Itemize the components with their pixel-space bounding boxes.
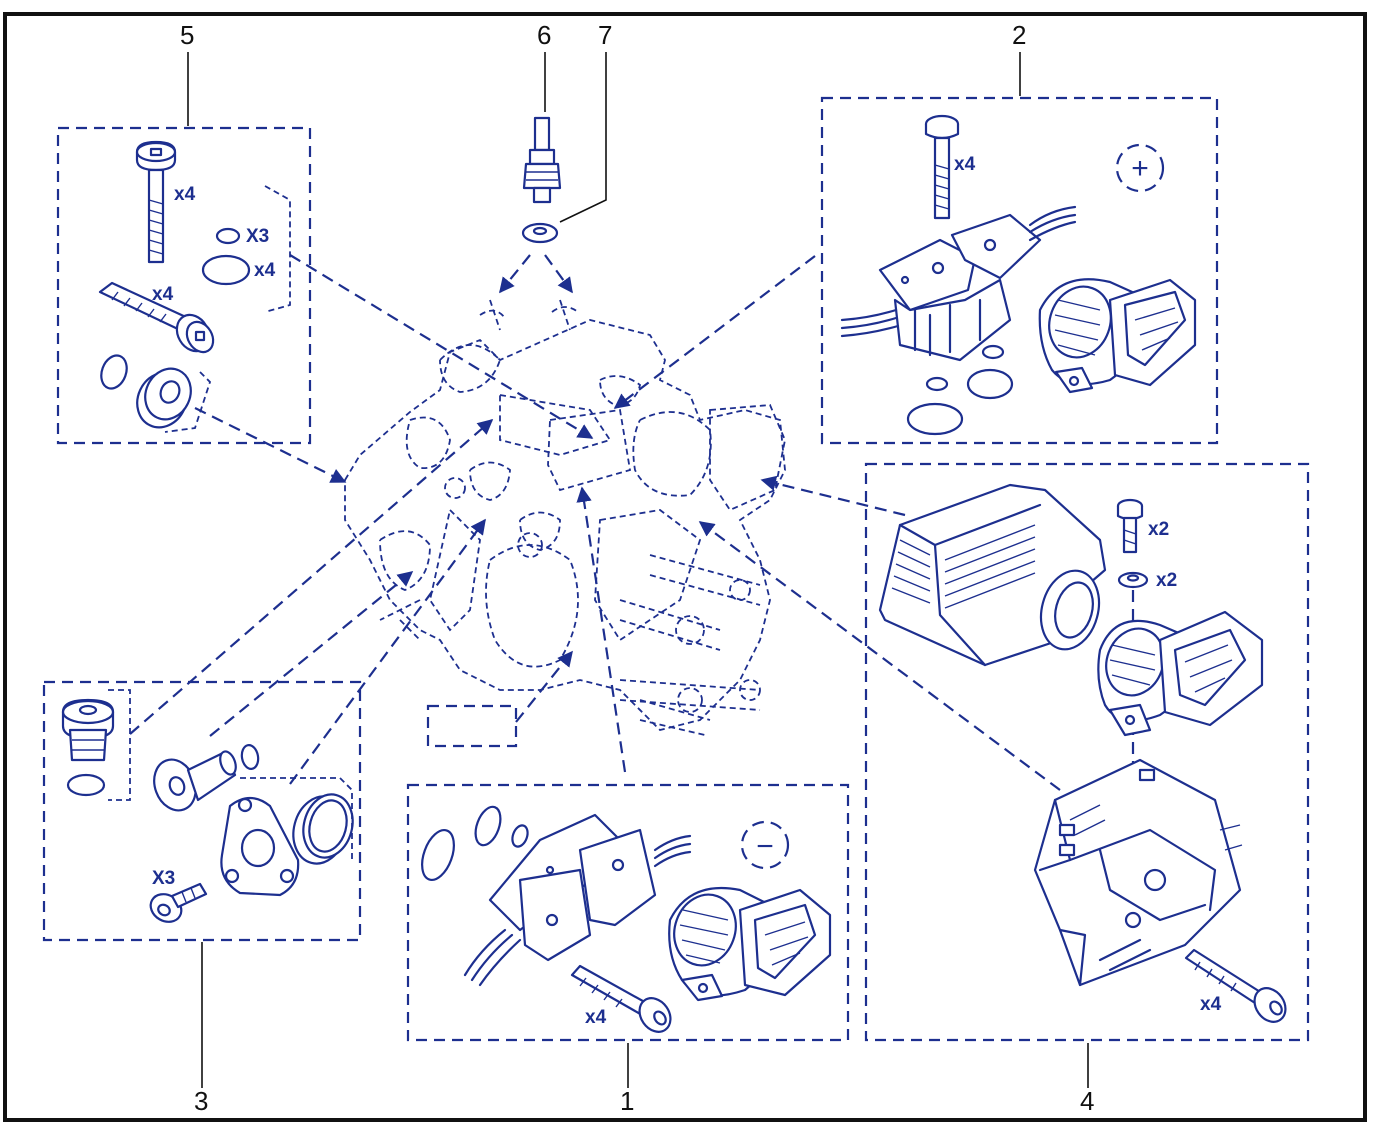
kit-2-box xyxy=(820,96,1219,445)
kit-5-small-oring-qty: X3 xyxy=(246,226,269,247)
washer-icon xyxy=(1117,571,1149,589)
kit-1-box xyxy=(406,783,850,1042)
bolt-icon xyxy=(98,281,215,354)
svg-text:2: 2 xyxy=(1012,20,1026,50)
bolt-icon xyxy=(570,964,672,1033)
solenoid-icon xyxy=(840,205,1077,362)
svg-text:3: 3 xyxy=(194,1086,208,1116)
housing-bracket-icon xyxy=(1033,758,1243,987)
o-ring-icon xyxy=(511,824,529,848)
kit-1: − x4 xyxy=(421,805,832,1033)
bolt-icon xyxy=(1184,948,1287,1023)
kit-5: x4 X3 x4 x4 xyxy=(98,140,291,433)
kit-4-bolt-qty: x2 xyxy=(1148,519,1169,540)
kit-1-screw-qty: x4 xyxy=(585,1007,607,1028)
valve-icon xyxy=(153,750,237,812)
bolt-icon xyxy=(135,140,177,264)
kit-3-screw-qty: X3 xyxy=(152,868,175,889)
sleeve-icon xyxy=(292,793,354,865)
o-ring-icon xyxy=(925,376,949,392)
bolt-icon xyxy=(1116,498,1144,554)
kit-5-large-oring-qty: x4 xyxy=(254,260,276,281)
plug-icon xyxy=(61,698,115,762)
o-ring-icon xyxy=(906,402,964,436)
callout-6: 6 xyxy=(537,20,551,112)
connector-icon xyxy=(668,886,832,1002)
o-ring-icon xyxy=(966,368,1014,400)
polarity-plus-symbol: + xyxy=(1115,143,1165,193)
svg-text:5: 5 xyxy=(180,20,194,50)
seal-icon xyxy=(136,367,192,429)
o-ring-icon xyxy=(100,354,128,390)
o-ring-icon xyxy=(201,254,251,286)
bolt-icon xyxy=(149,882,208,923)
bolt-icon xyxy=(924,114,960,220)
cover-icon xyxy=(878,483,1107,667)
o-ring-icon xyxy=(474,805,502,847)
kit-3-box xyxy=(42,680,362,942)
callout-5: 5 xyxy=(180,20,194,126)
kit-5-horizontal-screw-qty: x4 xyxy=(152,284,174,305)
kit-4-washer-qty: x2 xyxy=(1156,570,1177,591)
svg-text:−: − xyxy=(756,830,774,863)
kit-3: X3 xyxy=(61,689,354,923)
spare-box xyxy=(426,704,518,748)
svg-text:1: 1 xyxy=(620,1086,634,1116)
fitting-icon xyxy=(522,116,562,204)
connector-icon xyxy=(1038,278,1197,394)
kit-5-vertical-screw-qty: x4 xyxy=(174,184,196,205)
o-ring-icon xyxy=(240,744,260,770)
kit-2-screw-qty: x4 xyxy=(954,154,976,175)
assembly-arrows xyxy=(129,254,1061,791)
o-ring-icon xyxy=(215,227,241,245)
o-ring-icon xyxy=(981,344,1005,360)
svg-text:6: 6 xyxy=(537,20,551,50)
callout-4: 4 xyxy=(1080,1043,1094,1116)
callout-1: 1 xyxy=(620,1043,634,1116)
kit-4-box xyxy=(864,462,1310,1042)
kit-2: x4 + xyxy=(840,114,1197,436)
svg-text:4: 4 xyxy=(1080,1086,1094,1116)
o-ring-icon xyxy=(66,773,106,797)
svg-text:+: + xyxy=(1131,152,1149,185)
housing-icon xyxy=(344,299,786,736)
kit-5-box xyxy=(56,126,312,445)
o-ring-icon xyxy=(421,829,455,881)
connector-icon xyxy=(1097,610,1264,737)
kit-4-screw-qty: x4 xyxy=(1200,994,1222,1015)
kit-4: x2 x2 xyxy=(878,483,1287,1023)
drawing-frame xyxy=(3,12,1367,1122)
svg-text:7: 7 xyxy=(598,20,612,50)
washer-icon xyxy=(521,222,559,244)
callout-3: 3 xyxy=(194,942,208,1116)
polarity-minus-symbol: − xyxy=(740,820,790,870)
callout-7: 7 xyxy=(559,20,612,223)
solenoid-icon xyxy=(463,813,692,987)
flange-icon xyxy=(220,796,300,897)
callout-2: 2 xyxy=(1012,20,1026,96)
